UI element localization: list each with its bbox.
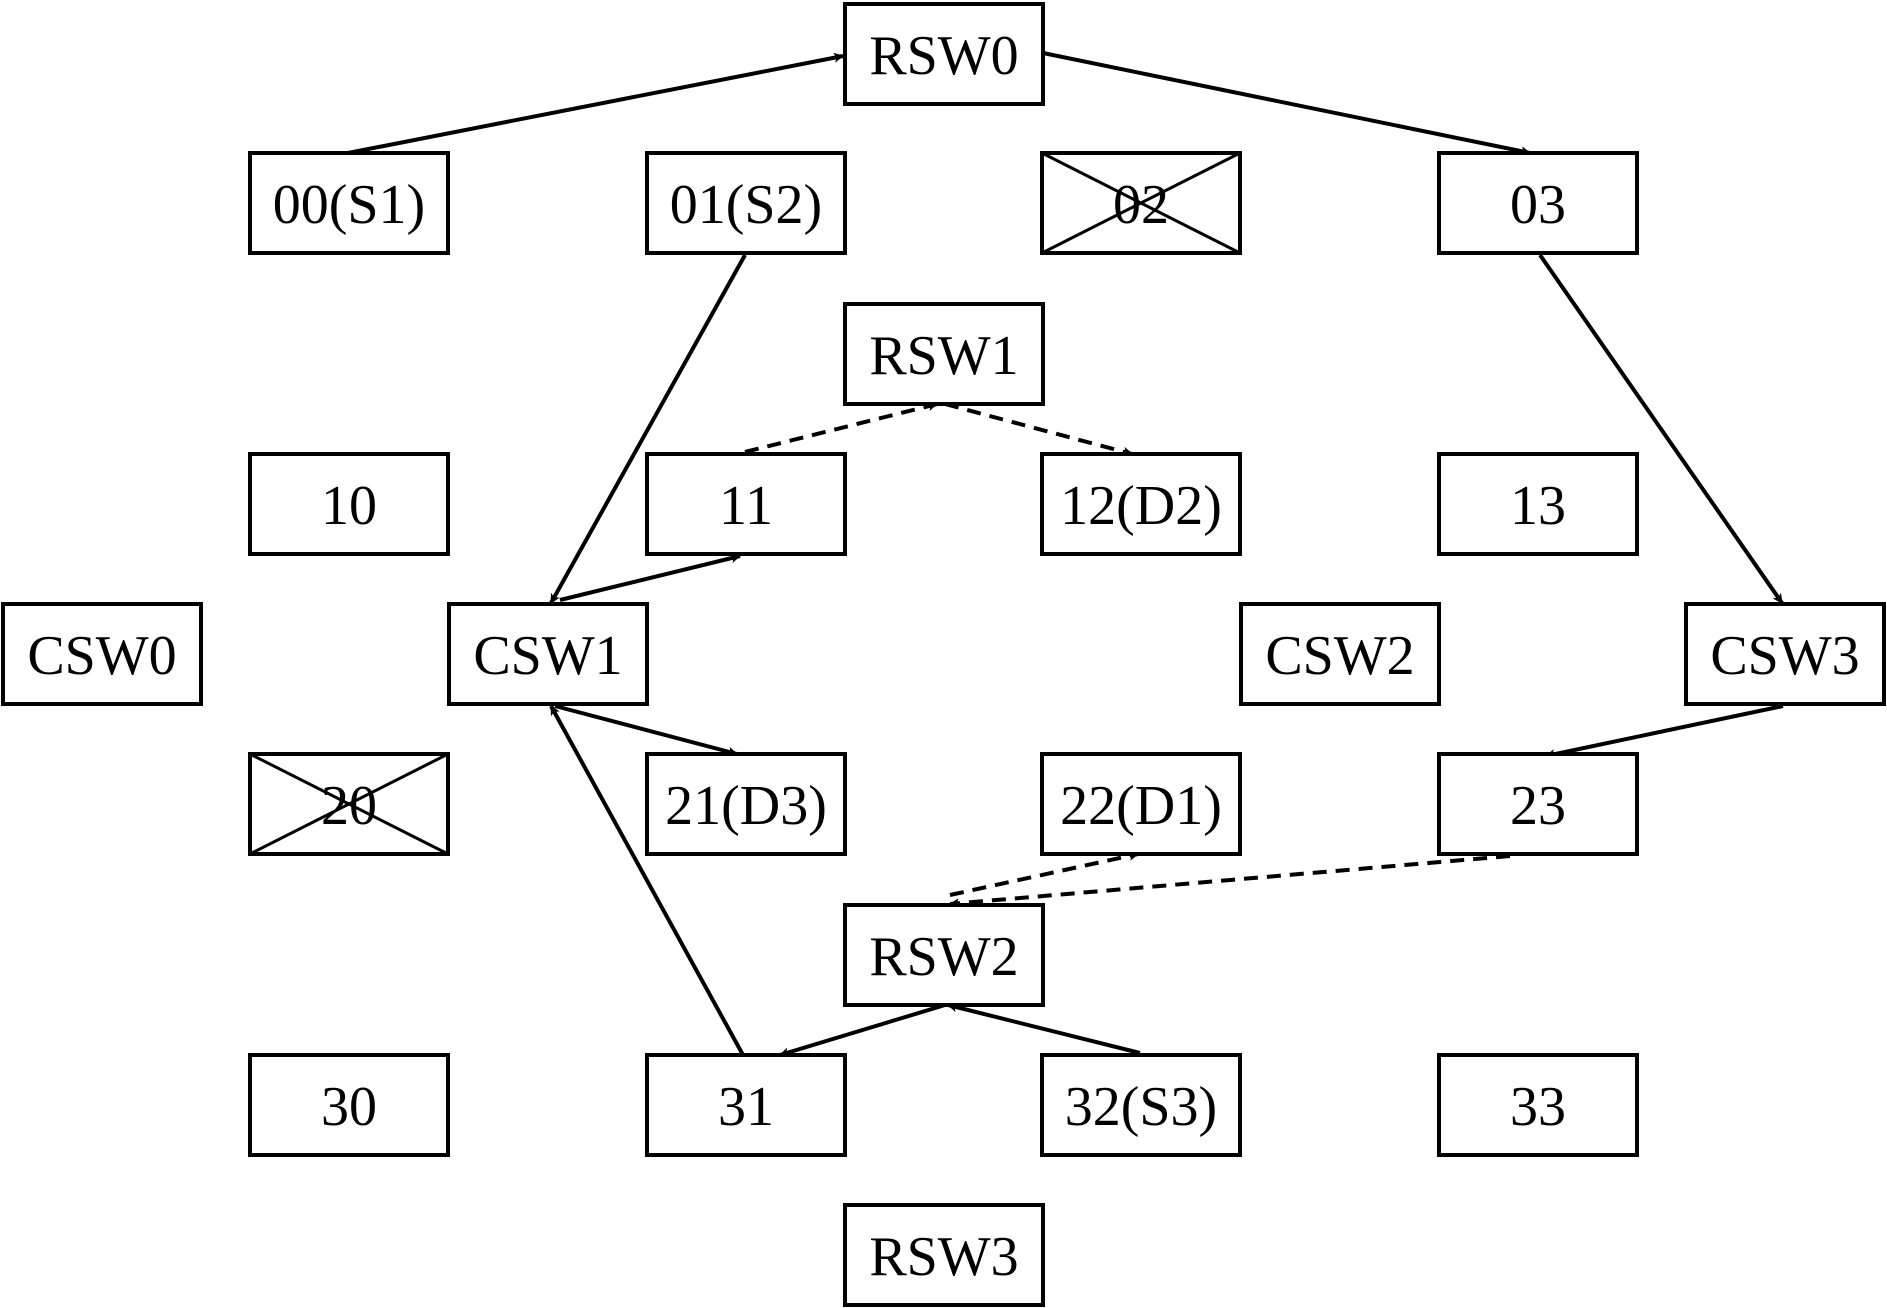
node-label: 13 (1510, 475, 1566, 537)
edge-03-to-csw3 (1538, 253, 1784, 605)
edges-layer (347, 51, 1784, 1058)
node-23: 23 (1437, 752, 1639, 856)
edge-23-to-rsw2 (949, 854, 1511, 909)
node-33: 33 (1437, 1053, 1639, 1157)
node-20: 20 (248, 752, 450, 856)
node-box (447, 602, 649, 706)
node-label: RSW3 (869, 1226, 1018, 1288)
node-label: 22(D1) (1060, 775, 1222, 837)
node-31: 31 (645, 1053, 847, 1157)
edge-rsw2-to-22 (949, 851, 1139, 897)
node-box (248, 151, 450, 255)
node-csw3: CSW3 (1684, 602, 1886, 706)
node-label: 31 (718, 1076, 774, 1138)
node-box (1040, 752, 1242, 856)
node-label: 30 (321, 1076, 377, 1138)
node-box (843, 1203, 1045, 1307)
node-label: RSW0 (869, 25, 1018, 87)
edge-00-to-rsw0 (347, 52, 844, 155)
edge-01-to-csw1 (549, 254, 747, 604)
node-label: CSW2 (1265, 625, 1414, 687)
node-box (1040, 1053, 1242, 1157)
node-box (843, 903, 1045, 1007)
node-label: 32(S3) (1065, 1076, 1217, 1138)
node-box (1437, 1053, 1639, 1157)
node-03: 03 (1437, 151, 1639, 255)
node-rsw2: RSW2 (843, 903, 1045, 1007)
node-box (1437, 151, 1639, 255)
node-label: 23 (1510, 775, 1566, 837)
node-label: 00(S1) (273, 174, 425, 236)
node-label: 33 (1510, 1076, 1566, 1138)
node-box (645, 151, 847, 255)
node-csw1: CSW1 (447, 602, 649, 706)
node-box (1437, 752, 1639, 856)
edge-csw3-to-23 (1545, 704, 1784, 760)
node-22: 22(D1) (1040, 752, 1242, 856)
node-box (843, 2, 1045, 106)
node-box (1239, 602, 1441, 706)
node-label: 10 (321, 475, 377, 537)
node-rsw3: RSW3 (843, 1203, 1045, 1307)
edge-rsw2-to-31 (779, 1003, 946, 1058)
edge-11-to-rsw1 (744, 401, 938, 454)
node-box (248, 452, 450, 556)
edge-rsw0-to-03 (1042, 51, 1531, 157)
node-rsw0: RSW0 (843, 2, 1045, 106)
node-label: 03 (1510, 174, 1566, 236)
node-02: 02 (1040, 151, 1242, 255)
node-21: 21(D3) (645, 752, 847, 856)
node-label: CSW3 (1710, 625, 1859, 687)
edge-31-to-csw1 (549, 705, 745, 1056)
node-label: 11 (719, 475, 773, 537)
node-32: 32(S3) (1040, 1053, 1242, 1157)
node-label: 21(D3) (665, 775, 827, 837)
node-rsw1: RSW1 (843, 302, 1045, 406)
node-30: 30 (248, 1053, 450, 1157)
node-13: 13 (1437, 452, 1639, 556)
failed-cross-mark (249, 752, 449, 856)
node-csw0: CSW0 (1, 602, 203, 706)
edge-csw1-to-21 (554, 704, 738, 757)
node-00: 00(S1) (248, 151, 450, 255)
node-10: 10 (248, 452, 450, 556)
node-box (843, 302, 1045, 406)
node-box (645, 452, 847, 556)
edge-csw1-to-11 (559, 553, 741, 602)
node-12: 12(D2) (1040, 452, 1242, 556)
node-label: 12(D2) (1060, 475, 1222, 537)
node-box (1684, 602, 1886, 706)
failed-cross-mark (1041, 151, 1241, 255)
edge-rsw1-to-12 (944, 402, 1133, 457)
node-box (1437, 452, 1639, 556)
edge-32-to-rsw2 (947, 1002, 1141, 1055)
node-box (248, 1053, 450, 1157)
node-11: 11 (645, 452, 847, 556)
node-label: 02 (1113, 174, 1169, 236)
node-01: 01(S2) (645, 151, 847, 255)
node-label: CSW1 (473, 625, 622, 687)
node-box (1, 602, 203, 706)
node-label: 20 (321, 775, 377, 837)
node-csw2: CSW2 (1239, 602, 1441, 706)
node-label: CSW0 (27, 625, 176, 687)
node-label: RSW2 (869, 926, 1018, 988)
node-label: 01(S2) (670, 174, 822, 236)
node-box (645, 752, 847, 856)
node-label: RSW1 (869, 325, 1018, 387)
node-box (1040, 452, 1242, 556)
node-box (645, 1053, 847, 1157)
